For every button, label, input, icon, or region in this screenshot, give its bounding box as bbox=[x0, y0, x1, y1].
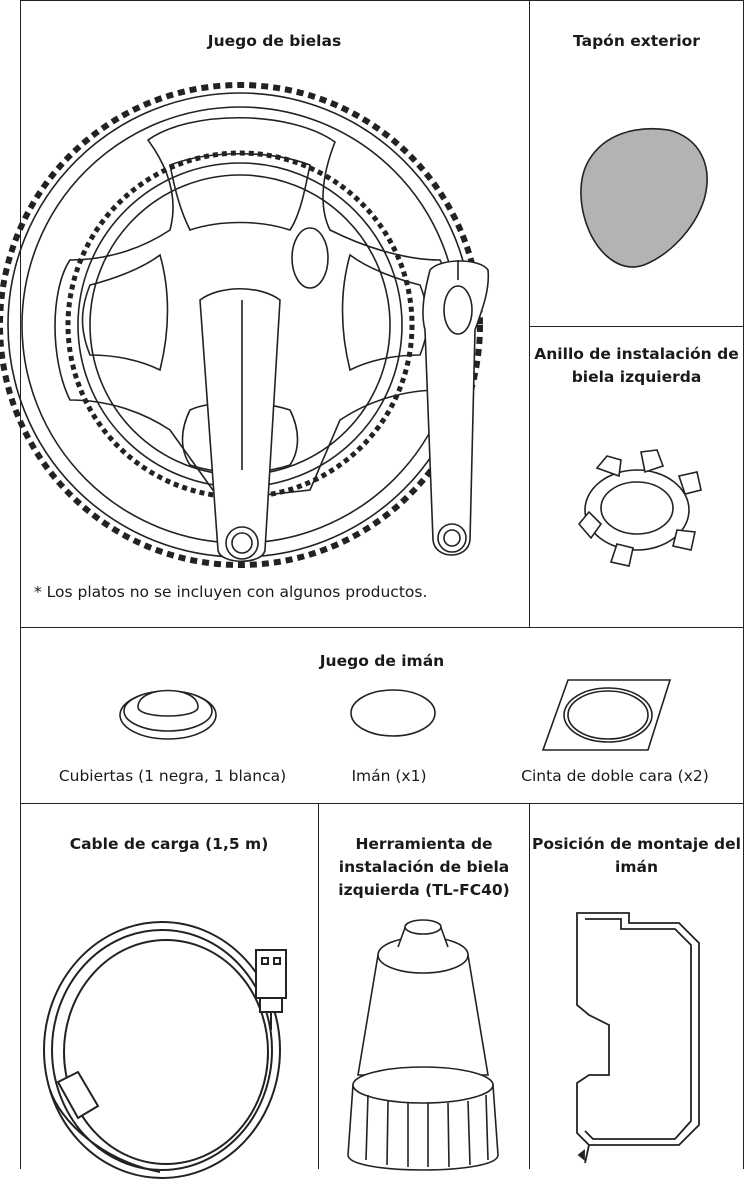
left-crank-ring-illustration bbox=[577, 449, 702, 567]
right-crank-arm bbox=[199, 287, 281, 562]
magnet-cover-illustration bbox=[119, 689, 217, 740]
outer-cap-title: Tapón exterior bbox=[573, 32, 700, 50]
col-divider-top bbox=[529, 0, 530, 627]
crank-pedal-hole bbox=[225, 526, 259, 560]
charging-cable-title: Cable de carga (1,5 m) bbox=[69, 835, 269, 853]
usb-plug bbox=[255, 949, 287, 999]
magnet-illustration bbox=[350, 689, 436, 737]
double-sided-tape-label: Cinta de doble cara (x2) bbox=[521, 767, 709, 785]
magnet-position-illustration bbox=[576, 912, 700, 1164]
magnet-set-title: Juego de imán bbox=[319, 652, 445, 670]
crankset-illustration bbox=[0, 82, 490, 568]
window-left bbox=[81, 253, 169, 372]
left-crank-arm bbox=[422, 260, 490, 556]
power-sensor bbox=[291, 227, 329, 289]
magnet-label: Imán (x1) bbox=[351, 767, 427, 785]
col-divider-bottom-1 bbox=[318, 803, 319, 1169]
table-top-border bbox=[20, 0, 744, 1]
parts-table bbox=[20, 0, 744, 1169]
chainring-outer bbox=[0, 82, 483, 568]
install-tool-title: Herramienta de instalación de biela izqu… bbox=[338, 835, 510, 899]
double-sided-tape-illustration bbox=[541, 679, 672, 751]
install-tool-illustration bbox=[347, 919, 499, 1171]
charging-cable-illustration bbox=[43, 921, 287, 1179]
outer-cap-illustration bbox=[580, 128, 708, 268]
left-crank-pedal-hole bbox=[437, 523, 467, 553]
row-divider-2 bbox=[20, 803, 744, 804]
window-right bbox=[341, 253, 429, 372]
magnet-position-title: Posición de montaje del imán bbox=[532, 835, 741, 876]
window-top bbox=[169, 153, 311, 231]
crankset-note: * Los platos no se incluyen con algunos … bbox=[34, 583, 428, 601]
magnetic-connector bbox=[56, 1070, 100, 1120]
spider bbox=[54, 117, 456, 501]
row-divider-1 bbox=[20, 627, 744, 628]
crankset-title: Juego de bielas bbox=[207, 32, 342, 50]
right-cell-divider bbox=[529, 326, 744, 327]
left-crank-ring-title: Anillo de instalación de biela izquierda bbox=[534, 345, 739, 386]
magnet-covers-label: Cubiertas (1 negra, 1 blanca) bbox=[58, 767, 287, 785]
col-divider-bottom-2 bbox=[529, 803, 530, 1169]
